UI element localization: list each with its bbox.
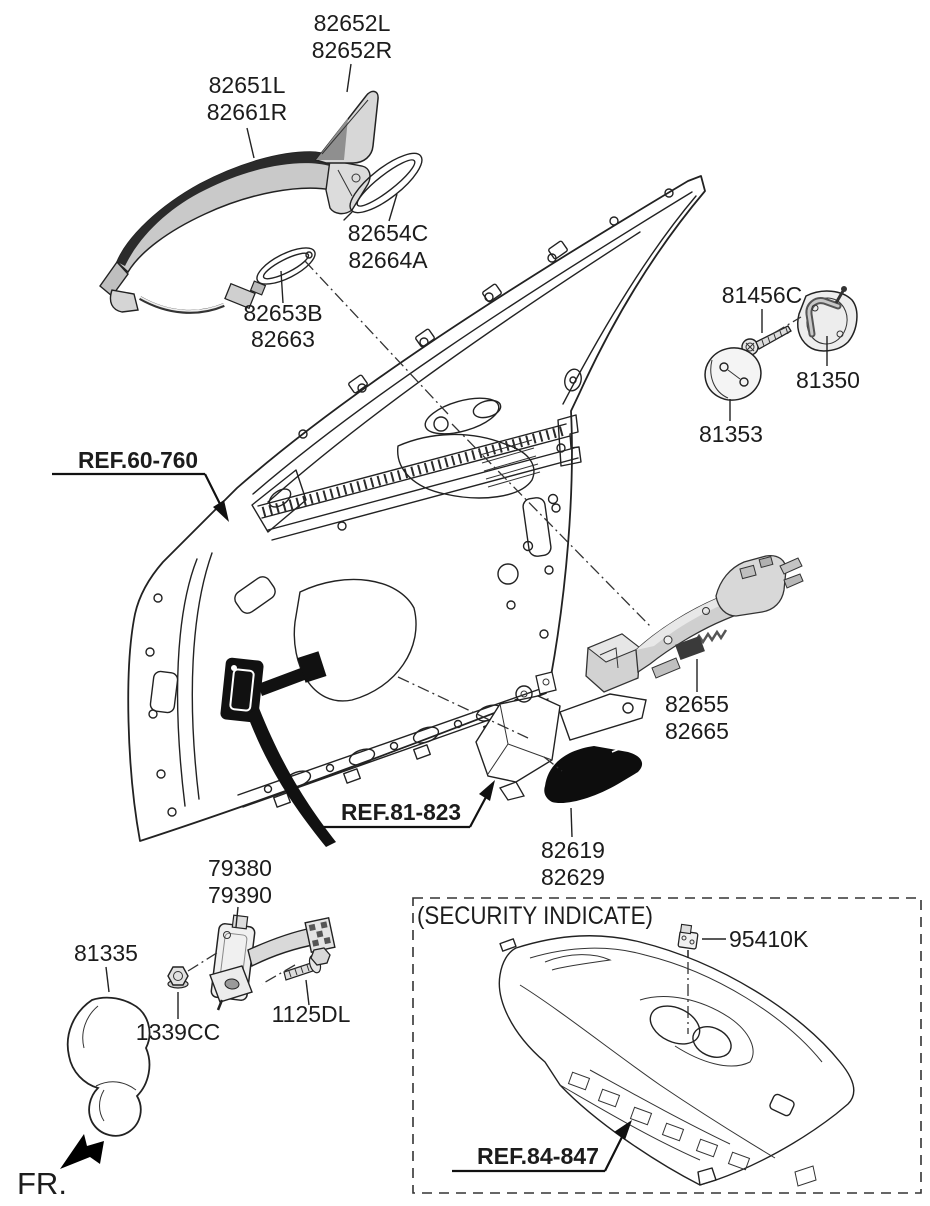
outside-handle-drawing [99,151,371,314]
part-label-82652R[interactable]: 82652R [312,37,393,63]
handle-blanking-cover-drawing [544,746,643,804]
part-label-79380[interactable]: 79380 [208,855,272,881]
ref-60-760-label[interactable]: REF.60-760 [78,447,198,473]
striker-screw-drawing [741,325,792,356]
security-indicator-drawing [677,923,699,958]
security-box-title: (SECURITY INDICATE) [417,902,653,930]
part-label-82619[interactable]: 82619 [541,837,605,863]
fr-arrow-icon [60,1134,104,1169]
part-label-82653B[interactable]: 82653B [243,300,322,326]
inside-handle-bracket-drawing [475,671,647,801]
part-label-1125DL[interactable]: 1125DL [272,1001,351,1027]
part-label-82655[interactable]: 82655 [665,691,729,717]
part-label-82664A[interactable]: 82664A [348,247,428,273]
part-label-79390[interactable]: 79390 [208,882,272,908]
fr-label: FR. [17,1166,67,1201]
door-checker-on-door [220,651,336,847]
ref-60-760-arrowhead [213,500,229,522]
bolt-drawing [283,947,331,981]
door-checker-drawing [209,914,336,1011]
center-leader-lines [187,260,802,1034]
handle-cover-cap-drawing [314,90,379,164]
part-label-81456C[interactable]: 81456C [722,282,803,308]
label-leader-lines [105,63,828,1019]
handle-pad-inner-drawing [256,247,316,285]
part-label-81335[interactable]: 81335 [74,940,138,966]
part-label-95410K[interactable]: 95410K [729,926,809,952]
part-label-81353[interactable]: 81353 [699,421,763,447]
ref-84-847-callout[interactable]: REF.84-847 [452,1120,632,1173]
part-label-1339CC[interactable]: 1339CC [136,1019,220,1045]
part-label-81350[interactable]: 81350 [796,367,860,393]
handle-base-drawing [585,554,804,693]
part-label-82651L[interactable]: 82651L [209,72,286,98]
fr-direction-mark: FR. [17,1134,104,1201]
handle-pad-outer-drawing [343,152,423,221]
part-label-82661R[interactable]: 82661R [207,99,288,125]
ref-81-823-label[interactable]: REF.81-823 [341,799,461,825]
nut-drawing [167,966,189,989]
ref-81-823-arrowhead [479,780,495,801]
part-label-82663[interactable]: 82663 [251,326,315,352]
striker-cover-drawing [704,347,762,401]
ref-60-760-callout[interactable]: REF.60-760 [52,447,229,522]
ref-84-847-arrowhead [614,1120,632,1140]
part-label-82665[interactable]: 82665 [665,718,729,744]
door-striker-drawing [796,286,858,352]
crash-pad-drawing [498,935,855,1187]
ref-81-823-callout[interactable]: REF.81-823 [318,780,495,829]
part-label-82629[interactable]: 82629 [541,864,605,890]
door-panel-drawing [127,175,706,847]
security-indicate-box: (SECURITY INDICATE) [412,897,922,1194]
door-grip-handle-drawing [66,996,151,1137]
part-label-82654C[interactable]: 82654C [348,220,429,246]
security-box-border [412,897,922,1194]
part-label-82652L[interactable]: 82652L [314,10,391,36]
ref-84-847-label[interactable]: REF.84-847 [477,1143,599,1169]
